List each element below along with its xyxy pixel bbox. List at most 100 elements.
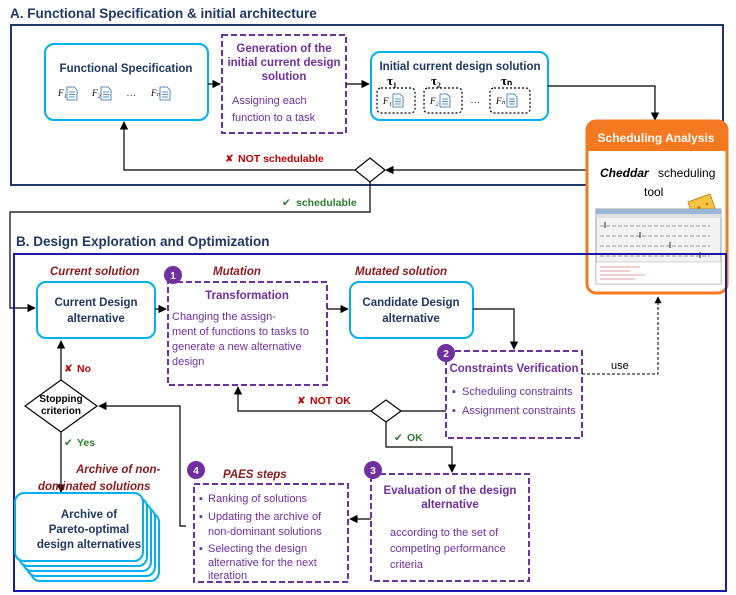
paes-item-selecting-line1: Selecting the design [208, 543, 307, 555]
archive-line2: Pareto-optimal [49, 524, 130, 536]
candidate-design-box: Candidate Design alternative [349, 281, 474, 339]
not-ok-x-icon: ✘ [297, 395, 306, 407]
use-label: use [611, 360, 629, 372]
candidate-design-line2: alternative [382, 313, 440, 325]
current-design-box: Current Design alternative [36, 281, 156, 339]
step-badge-3: 3 [364, 461, 382, 479]
taun-label: τₙ [501, 73, 512, 88]
section-a-title: A. Functional Specification & initial ar… [10, 6, 317, 21]
not-schedulable-x-icon: ✘ [225, 153, 234, 165]
current-design-line1: Current Design [54, 297, 137, 309]
constraints-item-scheduling: Scheduling constraints [462, 386, 573, 398]
arrow-schedulable-to-current [9, 182, 371, 313]
current-design-line2: alternative [67, 313, 125, 325]
mutated-solution-label: Mutated solution [355, 266, 447, 278]
function-f2-label: F₂ [91, 88, 101, 98]
cheddar-text-line1: scheduling [658, 166, 715, 180]
tau2-label: τ₂ [431, 73, 441, 88]
current-solution-label: Current solution [50, 266, 139, 278]
generation-title-line3: solution [262, 71, 307, 83]
ellipsis: … [470, 94, 481, 106]
arrow-paes-to-stopping [98, 401, 186, 527]
evaluation-title-line2: alternative [421, 499, 479, 511]
scheduling-analysis-title: Scheduling Analysis [598, 131, 715, 145]
schedulable-label: schedulable [296, 197, 357, 209]
arrow-ok-to-evaluation [385, 422, 457, 473]
not-ok-label: NOT OK [310, 395, 351, 407]
task2-f2: F₂ [429, 96, 439, 106]
paes-steps-box: ▪ Ranking of solutions ▪ Updating the ar… [193, 483, 349, 583]
bullet-icon: ▪ [199, 511, 203, 523]
transformation-text-line2: ment of functions to tasks to [172, 326, 309, 338]
section-a-frame [10, 24, 724, 186]
archive-line3: design alternatives [37, 539, 141, 551]
paes-item-updating-line2: non-dominant solutions [208, 526, 322, 538]
stopping-line2: criterion [41, 406, 81, 417]
generation-box: Generation of the initial current design… [221, 34, 347, 134]
document-icon [159, 86, 171, 101]
constraints-title: Constraints Verification [449, 363, 578, 375]
not-schedulable-label: NOT schedulable [238, 153, 324, 165]
arrow-use-scheduling [582, 296, 662, 375]
transformation-text-line4: design [172, 356, 204, 368]
svg-text:2: 2 [443, 349, 449, 360]
document-icon [506, 93, 518, 108]
yes-label: Yes [77, 437, 95, 449]
initial-solution-box: Initial current design solution τ₁ τ₂ τₙ… [370, 51, 549, 121]
arrow-initial-to-scheduling [548, 85, 660, 121]
task1-f1: F₁ [382, 96, 392, 106]
functional-specification-box: Functional Specification F₁ F₂ … Fₙ [44, 43, 209, 121]
transformation-title: Transformation [205, 290, 289, 302]
cheddar-text-line2: tool [644, 185, 663, 199]
paes-steps-label: PAES steps [223, 469, 287, 481]
function-fn-label: Fₙ [150, 88, 160, 98]
yes-check-icon: ✔ [64, 437, 73, 449]
evaluation-box: Evaluation of the design alternative acc… [370, 473, 530, 582]
evaluation-text-line1: according to the set of [390, 527, 499, 539]
task-2-box [423, 87, 463, 114]
svg-text:3: 3 [370, 466, 376, 477]
decision-diamond-schedulable [354, 157, 386, 183]
generation-text-line2: function to a task [232, 112, 316, 124]
generation-title-line2: initial current design [227, 57, 340, 69]
stopping-line1: Stopping [39, 394, 82, 405]
archive-stack: Archive of Pareto-optimal design alterna… [14, 492, 160, 582]
generation-text-line1: Assigning each [232, 95, 307, 107]
scheduling-analysis-panel: Scheduling Analysis Cheddar scheduling t… [585, 119, 729, 295]
functional-specification-title: Functional Specification [60, 63, 193, 75]
bullet-icon: ▪ [199, 543, 203, 555]
paes-item-selecting-line3: iteration [208, 570, 247, 582]
document-icon [100, 86, 112, 101]
paes-item-selecting-line2: alternative for the next [208, 557, 317, 569]
cheddar-tool-screenshot [595, 208, 722, 285]
paes-item-ranking: Ranking of solutions [208, 493, 308, 505]
bullet-icon: ▪ [452, 405, 456, 417]
transformation-text-line3: generate a new alternative [172, 341, 302, 353]
mutation-label: Mutation [213, 266, 261, 278]
arrow-candidate-to-constraints [473, 308, 519, 350]
step-badge-4: 4 [187, 461, 205, 479]
archive-label-line2: dominated solutions [38, 481, 150, 493]
no-x-icon: ✘ [64, 363, 73, 375]
evaluation-text-line2: competing performance [390, 543, 506, 555]
transformation-box: Transformation Changing the assign- ment… [167, 281, 328, 386]
constraints-item-assignment: Assignment constraints [462, 405, 576, 417]
section-b-frame [13, 253, 727, 592]
archive-label-line1: Archive of non- [75, 464, 161, 476]
generation-title-line1: Generation of the [236, 43, 331, 55]
document-icon [392, 93, 404, 108]
ok-label: OK [407, 432, 423, 444]
decision-diamond-constraints [369, 399, 403, 423]
function-f1-label: F₁ [57, 88, 67, 98]
constraints-verification-box: Constraints Verification ▪ Scheduling co… [445, 350, 583, 439]
svg-text:1: 1 [170, 271, 176, 282]
ok-check-icon: ✔ [394, 432, 403, 444]
taskn-fn: Fₙ [495, 96, 505, 106]
task-n-box [489, 87, 531, 114]
initial-solution-title: Initial current design solution [379, 61, 540, 73]
stopping-criterion-diamond: Stopping criterion [23, 379, 99, 433]
arrow-not-schedulable-loop [119, 121, 355, 171]
bullet-icon: ▪ [199, 493, 203, 505]
bullet-icon: ▪ [452, 386, 456, 398]
